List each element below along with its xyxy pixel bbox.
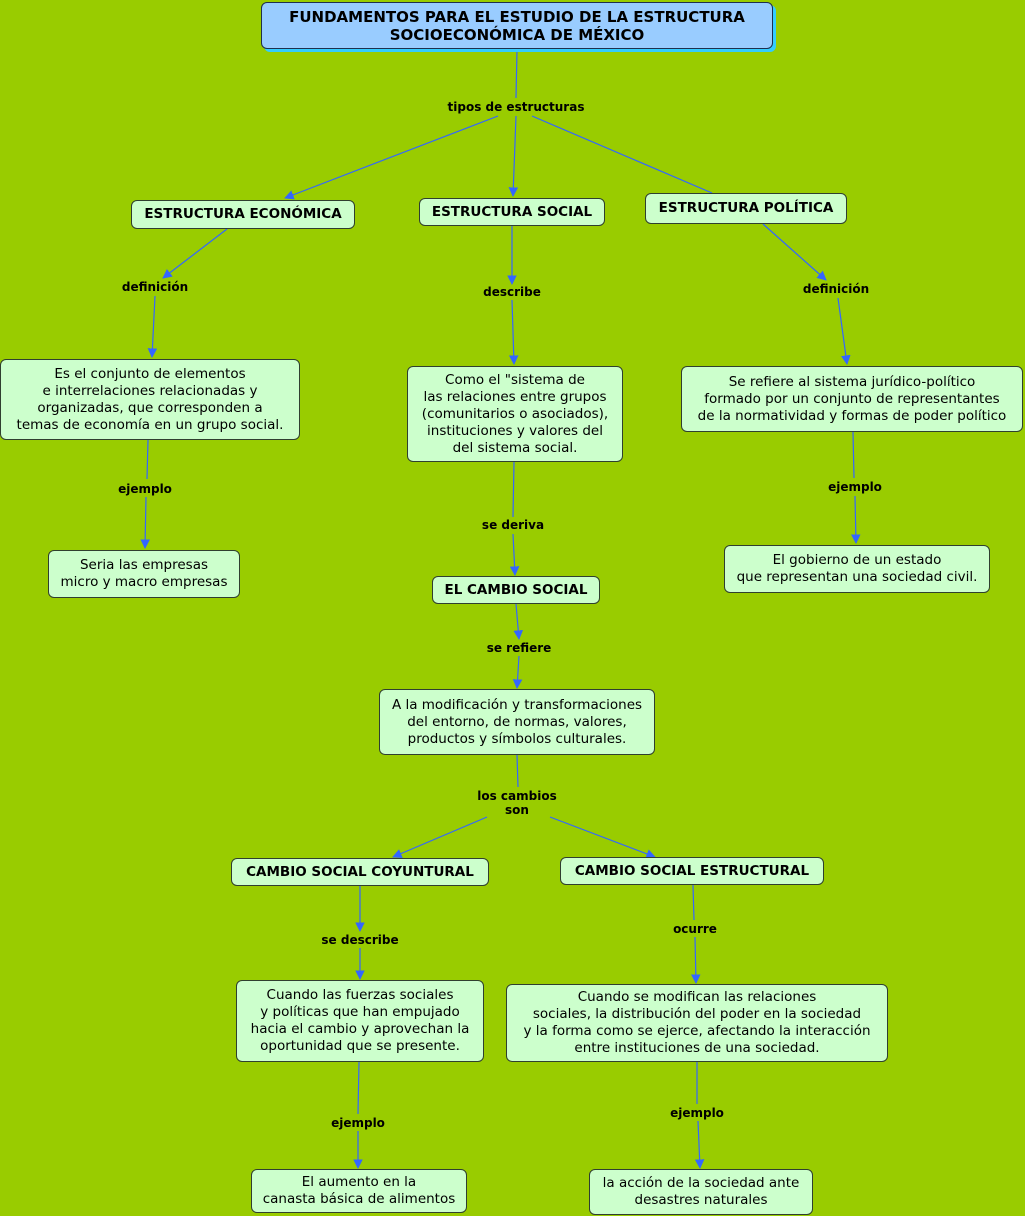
link-label-ejemplo: ejemplo [670, 1106, 724, 1120]
node-ejemplo-estructural[interactable]: la acción de la sociedad ante desastres … [589, 1169, 813, 1215]
link-label-tipos: tipos de estructuras [447, 100, 585, 114]
node-estructura-economica[interactable]: ESTRUCTURA ECONÓMICA [131, 200, 355, 229]
node-modificacion[interactable]: A la modificación y transformaciones del… [379, 689, 655, 755]
node-ejemplo-economica[interactable]: Seria las empresas micro y macro empresa… [48, 550, 240, 598]
link-label-ocurre: ocurre [673, 922, 717, 936]
node-ejemplo-coyuntural[interactable]: El aumento en la canasta básica de alime… [251, 1169, 467, 1213]
link-label-los-cambios-son: los cambios son [477, 789, 557, 817]
link-label-definicion: definición [802, 282, 870, 296]
node-cambio-coyuntural[interactable]: CAMBIO SOCIAL COYUNTURAL [231, 858, 489, 886]
map-title: FUNDAMENTOS PARA EL ESTUDIO DE LA ESTRUC… [261, 2, 773, 49]
link-label-se-describe: se describe [321, 933, 399, 947]
node-estructura-social[interactable]: ESTRUCTURA SOCIAL [419, 198, 605, 226]
node-definicion-economica[interactable]: Es el conjunto de elementos e interrelac… [0, 359, 300, 440]
node-descripcion-social[interactable]: Como el "sistema de las relaciones entre… [407, 366, 623, 462]
link-label-se-refiere: se refiere [486, 641, 552, 655]
node-cambio-social[interactable]: EL CAMBIO SOCIAL [432, 576, 600, 604]
node-ejemplo-politica[interactable]: El gobierno de un estado que representan… [724, 545, 990, 593]
node-estructura-politica[interactable]: ESTRUCTURA POLÍTICA [645, 193, 847, 224]
link-label-ejemplo: ejemplo [118, 482, 172, 496]
node-descripcion-coyuntural[interactable]: Cuando las fuerzas sociales y políticas … [236, 980, 484, 1062]
node-definicion-politica[interactable]: Se refiere al sistema jurídico-político … [681, 366, 1023, 432]
link-label-se-deriva: se deriva [481, 518, 545, 532]
link-label-definicion: definición [121, 280, 189, 294]
link-label-ejemplo: ejemplo [331, 1116, 385, 1130]
link-label-describe: describe [483, 285, 541, 299]
node-descripcion-estructural[interactable]: Cuando se modifican las relaciones socia… [506, 984, 888, 1062]
link-label-ejemplo: ejemplo [828, 480, 882, 494]
node-cambio-estructural[interactable]: CAMBIO SOCIAL ESTRUCTURAL [560, 857, 824, 885]
